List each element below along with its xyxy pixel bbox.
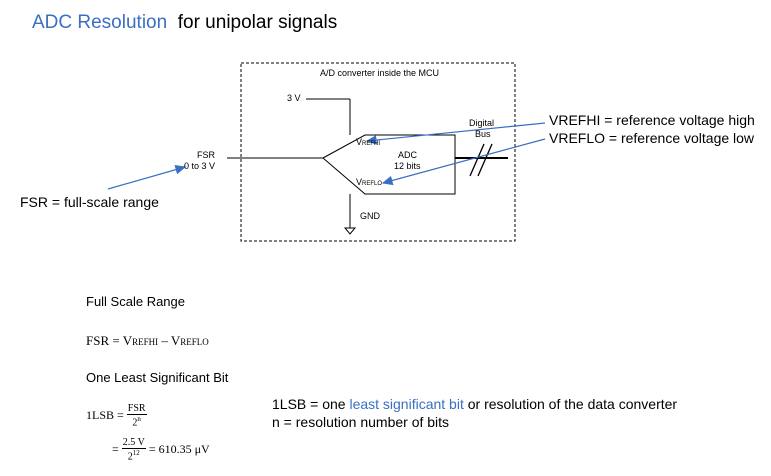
ground-icon: [343, 227, 357, 235]
fsr-heading: Full Scale Range: [86, 294, 185, 309]
fsr-equation: FSR = VREFHI – VREFLO: [86, 333, 209, 348]
vreflo-arrow: [381, 138, 546, 186]
fsr-arrow: [107, 165, 187, 190]
fsr-annotation: FSR = full-scale range: [20, 194, 159, 210]
vrefhi-arrow: [365, 122, 546, 145]
lsb-term: least significant bit: [349, 396, 464, 412]
vrefhi-pin-label: VREFHI: [356, 137, 381, 147]
bus-slash-2: [477, 143, 493, 177]
lsb-heading: One Least Significant Bit: [86, 370, 229, 385]
gnd-label: GND: [360, 211, 380, 221]
fsr-range-label: 0 to 3 V: [184, 161, 216, 171]
bus-label-line1: Digital: [469, 118, 495, 128]
lsb-fraction: FSR 2n: [126, 403, 147, 429]
lsb-result-equation: = 2.5 V 212 = 610.35 μV: [112, 437, 210, 463]
adc-block: [322, 134, 456, 195]
bus-slash-1: [469, 143, 485, 177]
box-title: A/D converter inside the MCU: [320, 68, 440, 78]
mcu-boundary: [240, 62, 516, 242]
vreflo-pin-label: VREFLO: [356, 177, 383, 187]
lsb-note: 1LSB = one least significant bit or reso…: [272, 396, 678, 412]
title-rest: for unipolar signals: [177, 12, 338, 33]
lsb-equation: 1LSB = FSR 2n: [86, 403, 147, 429]
title-highlight: ADC Resolution: [32, 12, 168, 33]
lsb-result-fraction: 2.5 V 212: [121, 437, 146, 463]
vrefhi-annotation: VREFHI = reference voltage high: [549, 112, 755, 128]
fsr-label: FSR: [197, 150, 215, 160]
n-note: n = resolution number of bits: [272, 414, 450, 430]
page-title: ADC Resolution for unipolar signals: [32, 12, 337, 34]
vreflo-annotation: VREFLO = reference voltage low: [549, 130, 755, 146]
bus-label-line2: Bus: [475, 129, 491, 139]
adc-label: ADC: [398, 150, 418, 160]
adc-bits-label: 12 bits: [394, 161, 421, 171]
vref-input-label: 3 V: [287, 93, 301, 103]
